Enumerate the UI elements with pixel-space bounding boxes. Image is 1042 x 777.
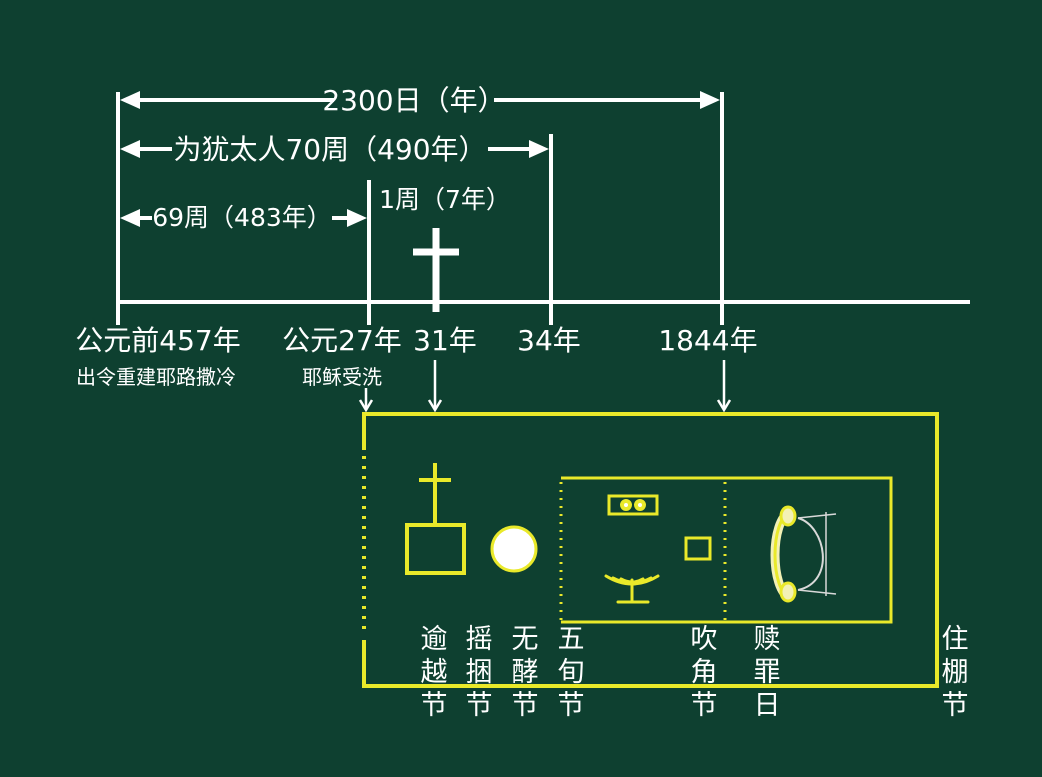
cross-icon — [413, 228, 459, 312]
feast-pentecost-label: 五 旬 节 — [558, 624, 585, 721]
year-1844: 1844年 — [658, 324, 757, 357]
pointer-arrows — [358, 360, 732, 413]
feast-passover-label: 逾 越 节 — [421, 624, 448, 721]
tabernacle-frame — [561, 476, 893, 624]
year-bc457: 公元前457年 — [75, 324, 240, 357]
svg-text:节: 节 — [558, 690, 585, 721]
svg-text:节: 节 — [512, 690, 539, 721]
svg-text:住: 住 — [942, 624, 969, 655]
span-arrows — [120, 91, 720, 227]
altar-icon — [405, 463, 466, 575]
sanctuary — [362, 412, 939, 688]
svg-text:越: 越 — [421, 657, 448, 688]
arrowhead-70-right — [529, 140, 549, 158]
svg-text:节: 节 — [942, 690, 969, 721]
svg-text:棚: 棚 — [942, 657, 969, 688]
svg-text:无: 无 — [512, 624, 539, 655]
feast-wave-sheaf-label: 摇 捆 节 — [466, 624, 493, 721]
svg-text:节: 节 — [421, 690, 448, 721]
arrowhead-2300-right — [700, 91, 720, 109]
svg-text:吹: 吹 — [691, 624, 718, 655]
span-69-label: 69周（483年） — [152, 203, 332, 232]
court-frame — [362, 412, 939, 688]
year-ad31: 31年 — [413, 324, 477, 357]
arrowhead-2300-left — [120, 91, 140, 109]
ark-of-covenant-icon — [770, 505, 837, 603]
svg-text:罪: 罪 — [754, 657, 781, 688]
caption-bc457: 出令重建耶路撒冷 — [76, 365, 236, 389]
caption-ad27: 耶稣受洗 — [302, 365, 382, 389]
menorah-icon — [604, 574, 660, 604]
svg-text:角: 角 — [691, 657, 718, 688]
svg-text:节: 节 — [466, 690, 493, 721]
timeline — [116, 92, 970, 325]
svg-text:逾: 逾 — [421, 624, 448, 655]
span-2300-label: 2300日（年） — [322, 84, 505, 117]
svg-text:五: 五 — [558, 624, 585, 655]
laver-icon — [490, 525, 538, 573]
year-ad27: 公元27年 — [282, 324, 402, 357]
table-of-showbread-icon — [607, 494, 659, 516]
feast-unleavened-label: 无 酵 节 — [512, 624, 539, 721]
incense-altar-icon — [684, 536, 712, 561]
pointer-ad31-head — [427, 399, 443, 413]
arrowhead-69-left — [120, 209, 140, 227]
year-ad34: 34年 — [517, 324, 581, 357]
pointer-ad27-head — [358, 399, 374, 413]
svg-text:节: 节 — [691, 690, 718, 721]
svg-text:赎: 赎 — [754, 624, 781, 655]
svg-text:酵: 酵 — [512, 657, 539, 688]
svg-text:旬: 旬 — [558, 657, 585, 688]
feast-tabernacles-label: 住 棚 节 — [942, 624, 969, 721]
feast-atonement-label: 赎 罪 日 — [754, 624, 781, 721]
pointer-1844-head — [716, 399, 732, 413]
svg-text:摇: 摇 — [466, 624, 493, 655]
span-70-label: 为犹太人70周（490年） — [173, 133, 486, 166]
arrowhead-70-left — [120, 140, 140, 158]
span-one-week-label: 1周（7年） — [379, 185, 511, 214]
arrowhead-69-right — [347, 209, 367, 227]
svg-text:日: 日 — [754, 690, 781, 721]
svg-text:捆: 捆 — [466, 657, 493, 688]
feast-trumpets-label: 吹 角 节 — [691, 624, 718, 721]
